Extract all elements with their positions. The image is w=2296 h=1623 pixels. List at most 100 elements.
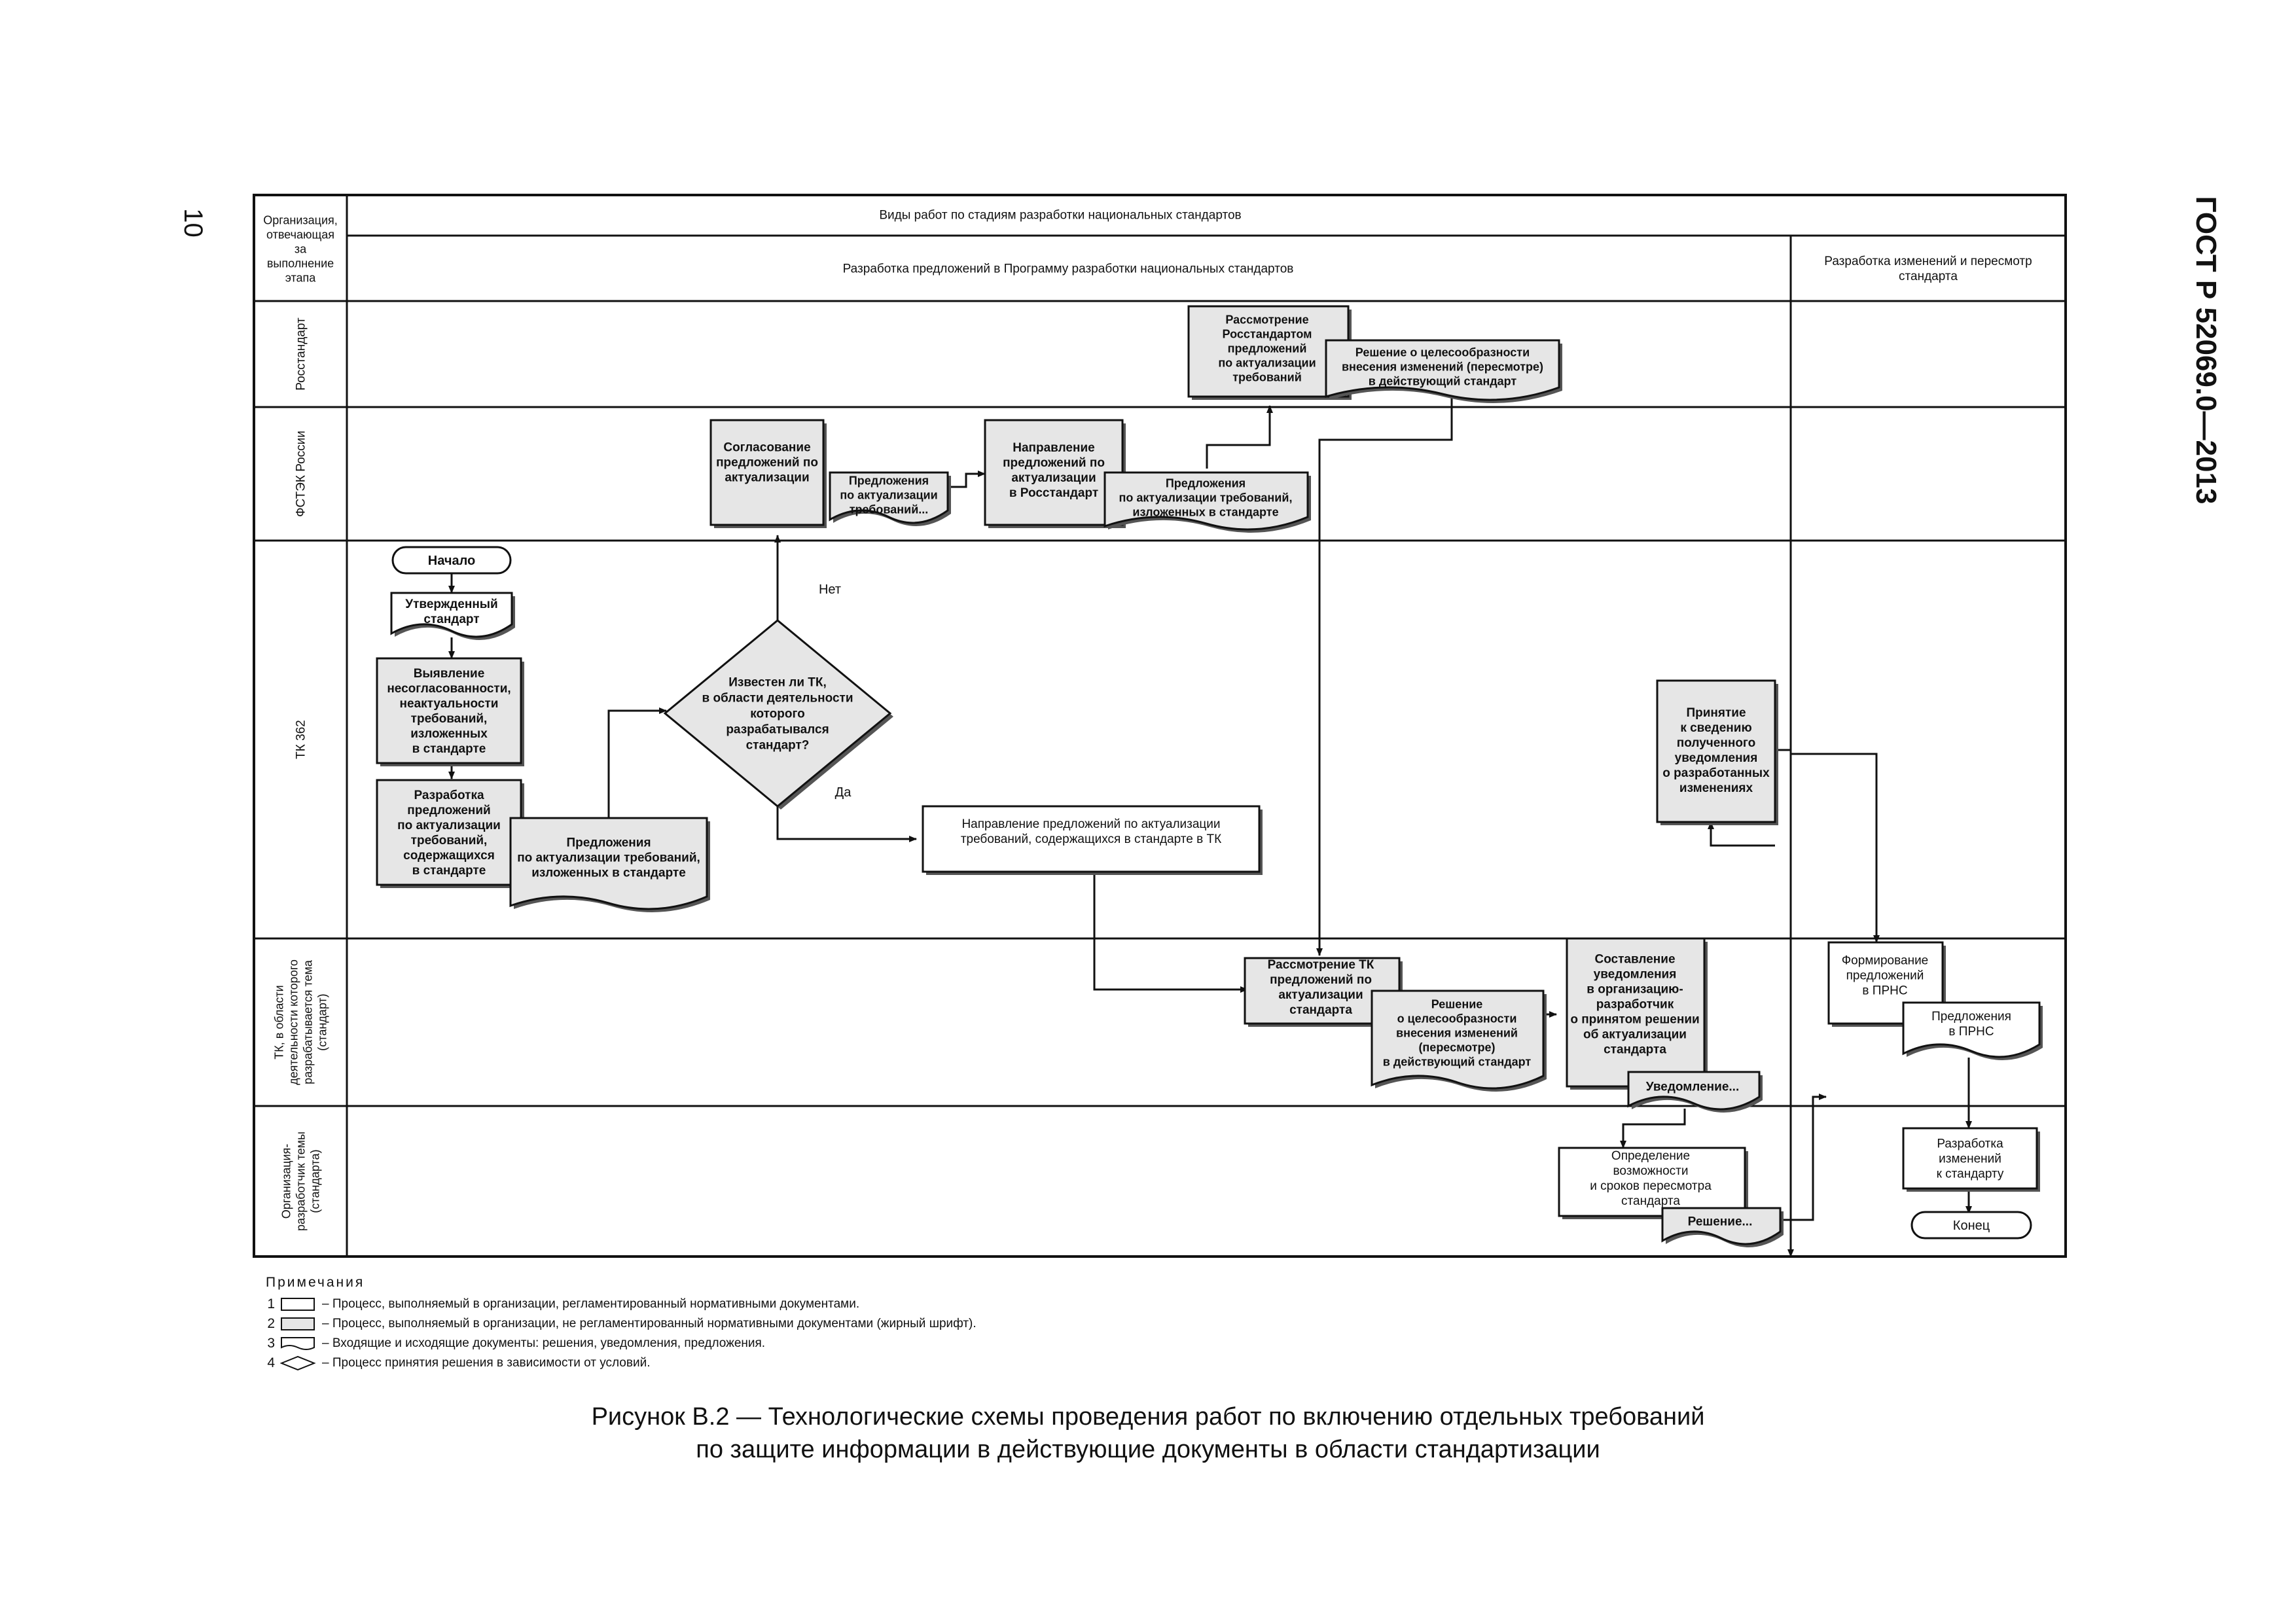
flow-connector: [1093, 874, 1248, 993]
direct-to-tk-process: [922, 805, 1261, 873]
label-line: ТК, в области: [272, 985, 285, 1059]
label-line: стандарта: [1289, 1003, 1352, 1017]
label-line: по актуализации: [1218, 356, 1316, 369]
label-line: по актуализации требований,: [1119, 491, 1293, 504]
caption-line: Рисунок В.2 — Технологические схемы пров…: [591, 1403, 1705, 1431]
label-line: о принятом решении: [1570, 1013, 1699, 1027]
label-line: отвечающая: [266, 228, 334, 241]
table-frame: [253, 194, 2067, 1258]
label-line: актуализации: [1278, 988, 1363, 1002]
note-item: 1 – Процесс, выполняемый в организации, …: [266, 1294, 977, 1314]
label-line: требований, содержащихся в стандарте в Т…: [961, 832, 1221, 846]
label-line: Разработка изменений и пересмотр: [1824, 255, 2032, 268]
label-line: к сведению: [1680, 721, 1751, 735]
label-line: в области деятельности: [702, 692, 853, 705]
determine-revision-process: [1558, 1147, 1746, 1217]
label-line: Выявление: [414, 667, 485, 681]
label-line: Предложения: [1166, 476, 1246, 490]
accept-notice-process: [1656, 679, 1776, 823]
label-line: по актуализации: [397, 819, 501, 832]
label-line: Согласование: [723, 441, 810, 455]
label-line: изменениях: [1679, 781, 1753, 795]
label-line: изложенных в стандарте: [531, 866, 686, 880]
label-line: по актуализации: [840, 488, 937, 501]
label-line: уведомления: [1675, 751, 1758, 765]
label-line: Начало: [428, 554, 475, 568]
legend-process-unregulated-icon: [281, 1317, 315, 1330]
direct-to-rosstandart-process: [984, 419, 1124, 526]
label-line: (пересмотре): [1418, 1041, 1495, 1054]
flow-connector: [948, 471, 986, 488]
label-line: Принятие: [1686, 706, 1746, 720]
label-line: несогласованности,: [387, 682, 511, 696]
label-line: в организацию-: [1587, 983, 1683, 997]
lane-fstek: ФСТЭК России: [295, 431, 308, 517]
notes-section: Примечания 1 – Процесс, выполняемый в ор…: [266, 1275, 977, 1373]
label-line: в ПРНС: [1862, 984, 1907, 998]
label-line: Составление: [1594, 953, 1675, 967]
proposals-fstek-short-document: [829, 471, 949, 524]
yes-label: Да: [835, 785, 852, 800]
label-line: по актуализации требований,: [517, 851, 700, 865]
label-line: Предложения: [566, 836, 651, 850]
label-line: Росстандартом: [1223, 327, 1312, 340]
label-line: в ПРНС: [1948, 1025, 1994, 1039]
tk-decision-document: [1371, 990, 1545, 1090]
label-line: Разработка: [1937, 1137, 2003, 1151]
label-line: в Росстандарт: [1009, 486, 1098, 500]
label-line: Да: [835, 785, 852, 800]
flow-connector: [1767, 749, 1794, 1257]
label-line: внесения изменений: [1396, 1026, 1518, 1039]
label-line: Разработка предложений в Программу разра…: [843, 262, 1294, 276]
notice-document: [1627, 1071, 1761, 1111]
label-line: Решение о целесообразности: [1355, 346, 1530, 359]
label-line: возможности: [1613, 1164, 1689, 1178]
label-line: Конец: [1953, 1219, 1990, 1233]
note-text: – Процесс, выполняемый в организации, ре…: [322, 1297, 860, 1311]
label-line: Нет: [819, 582, 841, 597]
note-text: – Процесс принятия решения в зависимости…: [322, 1356, 651, 1370]
label-line: Рассмотрение: [1225, 313, 1308, 326]
note-number: 1: [267, 1296, 275, 1311]
develop-changes-process: [1902, 1127, 2038, 1190]
proposals-tk-document: [509, 817, 708, 910]
approved-standard-document: [390, 592, 513, 638]
develop-proposals-process: [376, 779, 522, 886]
label-line: в стандарте: [412, 742, 486, 756]
label-line: Предложения: [849, 474, 929, 487]
label-line: которого: [750, 707, 805, 721]
note-item: 3 – Входящие и исходящие документы: реше…: [266, 1334, 977, 1353]
label-line: Предложения: [1931, 1010, 2011, 1024]
flow-connector: [1708, 821, 1775, 847]
label-line: об актуализации: [1583, 1028, 1687, 1042]
decision-short-label: Решение...: [1688, 1215, 1753, 1229]
label-line: разрабатывался: [726, 723, 829, 737]
label-line: о разработанных: [1662, 766, 1770, 780]
label-line: изложенных: [410, 727, 488, 741]
label-line: Решение: [1431, 997, 1483, 1010]
label-line: предложений: [1846, 969, 1924, 983]
label-line: к стандарту: [1937, 1168, 2004, 1181]
figure-caption: Рисунок В.2 — Технологические схемы пров…: [493, 1400, 1803, 1466]
flow-connector: [607, 707, 667, 826]
label-line: предложений по: [716, 456, 818, 470]
label-line: Уведомление...: [1646, 1080, 1740, 1094]
lane-org-developer: Организация-разработчик темы(стандарта): [279, 1132, 321, 1231]
label-line: Росстандарт: [295, 317, 308, 391]
legend-document-icon: [281, 1337, 315, 1350]
label-line: Рассмотрение ТК: [1268, 958, 1374, 972]
label-line: выполнение: [267, 257, 334, 270]
